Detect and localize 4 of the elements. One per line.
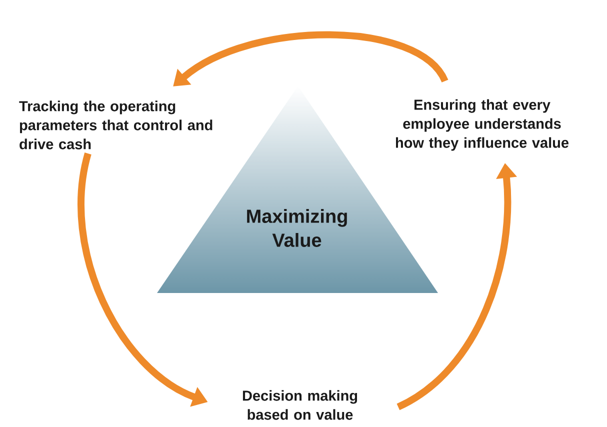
triangle-label: Maximizing Value xyxy=(247,209,347,247)
step-text: Decision making based on value xyxy=(242,390,358,420)
step-text: Tracking the operating parameters that control and drive cash xyxy=(19,100,212,150)
step-text: Ensuring that every employee understands how they influence value xyxy=(396,99,569,151)
